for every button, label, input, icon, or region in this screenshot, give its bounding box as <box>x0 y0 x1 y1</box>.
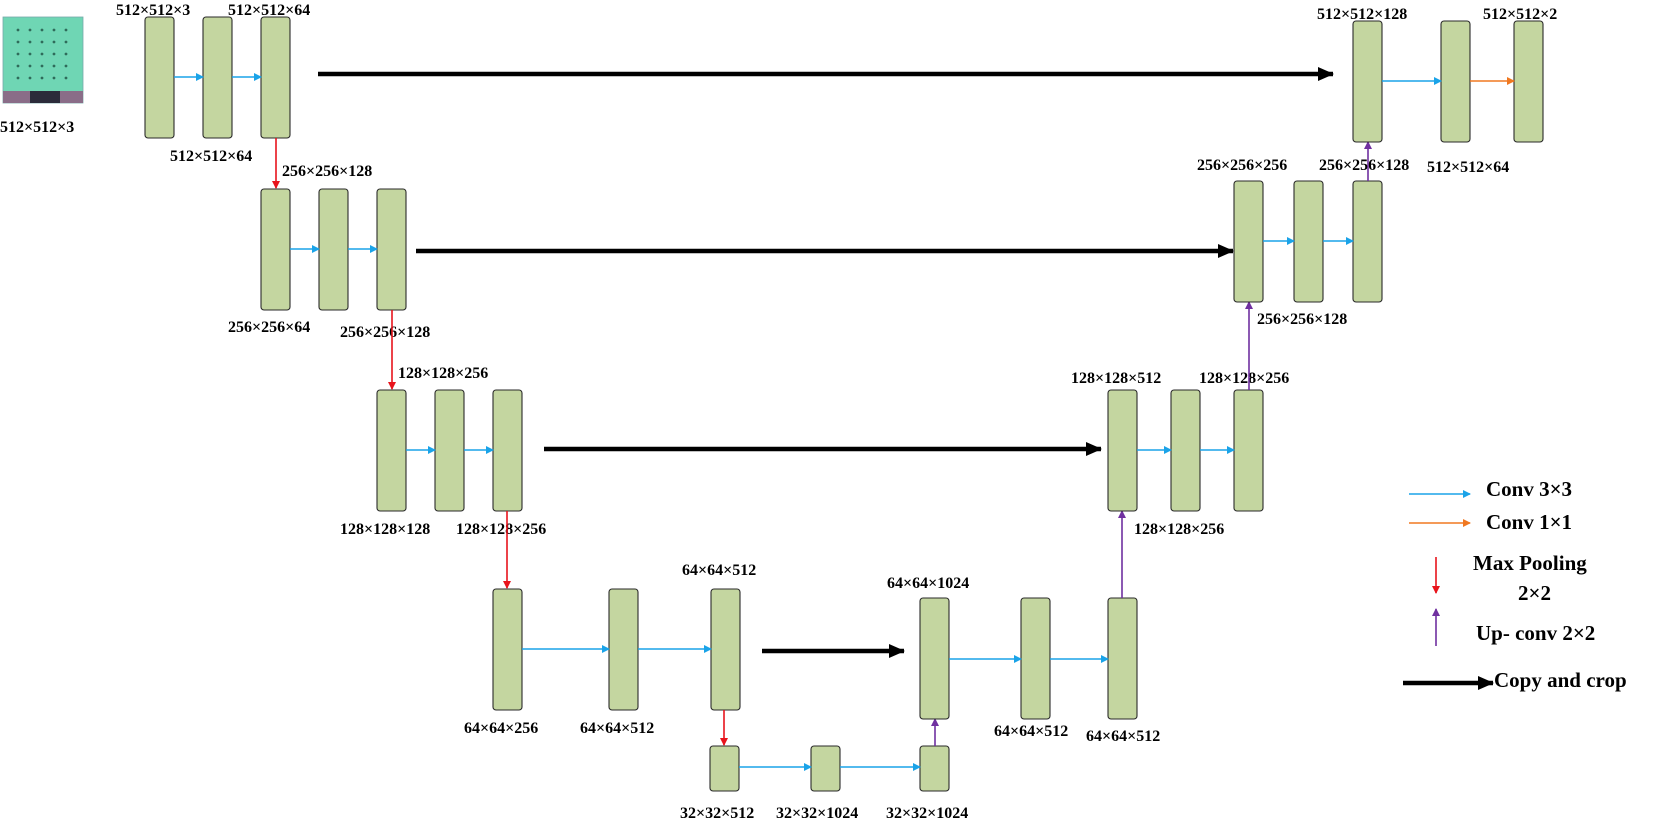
enc3-block-1 <box>376 389 407 512</box>
dec3-block-1 <box>1107 389 1138 512</box>
dec2-block-3 <box>1352 180 1383 303</box>
dec2-block-1 <box>1233 180 1264 303</box>
bottleneck-label-3: 32×32×1024 <box>886 805 968 822</box>
dec3-label-3: 128×128×256 <box>1134 521 1224 538</box>
legend-upconv-label: Up- conv 2×2 <box>1476 621 1595 645</box>
enc3-label-1: 128×128×256 <box>398 365 488 382</box>
dec3-label-2: 128×128×256 <box>1199 370 1289 387</box>
bottleneck-block-3 <box>919 745 950 792</box>
bottleneck-label-2: 32×32×1024 <box>776 805 858 822</box>
enc1-block-2 <box>202 16 233 139</box>
dec4-block-1 <box>919 597 950 720</box>
legend-conv3x3-label: Conv 3×3 <box>1486 477 1572 501</box>
dec1-label-1: 512×512×128 <box>1317 6 1407 23</box>
legend-conv1x1-label: Conv 1×1 <box>1486 510 1572 534</box>
enc4-label-1: 64×64×512 <box>682 562 756 579</box>
dec4-block-2 <box>1020 597 1051 720</box>
enc3-block-3 <box>492 389 523 512</box>
dec4-label-3: 64×64×512 <box>1086 728 1160 745</box>
dec2-label-2: 256×256×128 <box>1319 157 1409 174</box>
enc1-block-1 <box>144 16 175 139</box>
dec3-block-3 <box>1233 389 1264 512</box>
dec1-block-2 <box>1440 20 1471 143</box>
dec4-label-2: 64×64×512 <box>994 723 1068 740</box>
dec4-block-3 <box>1107 597 1138 720</box>
dec3-block-2 <box>1170 389 1201 512</box>
input-image <box>2 16 84 104</box>
enc1-label-3: 512×512×64 <box>170 148 252 165</box>
dec3-label-1: 128×128×512 <box>1071 370 1161 387</box>
bottleneck-block-2 <box>810 745 841 792</box>
dec1-label-3: 512×512×64 <box>1427 159 1509 176</box>
enc4-block-2 <box>608 588 639 711</box>
legend: Conv 3×3 Conv 1×1 Max Pooling 2×2 Up- co… <box>1403 477 1627 692</box>
enc2-label-3: 256×256×128 <box>340 324 430 341</box>
bottleneck-label-1: 32×32×512 <box>680 805 754 822</box>
dec1-label-2: 512×512×2 <box>1483 6 1557 23</box>
enc4-label-3: 64×64×512 <box>580 720 654 737</box>
legend-copy-crop-label: Copy and crop <box>1494 668 1627 692</box>
enc1-label-2: 512×512×64 <box>228 2 310 19</box>
enc1-block-3 <box>260 16 291 139</box>
enc4-block-1 <box>492 588 523 711</box>
dec1-block-1 <box>1352 20 1383 143</box>
enc4-block-3 <box>710 588 741 711</box>
enc3-block-2 <box>434 389 465 512</box>
dec2-label-1: 256×256×256 <box>1197 157 1287 174</box>
enc2-block-2 <box>318 188 349 311</box>
enc4-label-2: 64×64×256 <box>464 720 538 737</box>
enc2-label-2: 256×256×64 <box>228 319 310 336</box>
dec2-label-3: 256×256×128 <box>1257 311 1347 328</box>
bottleneck-block-1 <box>709 745 740 792</box>
dec1-block-3 <box>1513 20 1544 143</box>
dec4-label-1: 64×64×1024 <box>887 575 969 592</box>
enc3-label-3: 128×128×256 <box>456 521 546 538</box>
enc2-block-1 <box>260 188 291 311</box>
enc3-label-2: 128×128×128 <box>340 521 430 538</box>
legend-maxpool-label-1: Max Pooling <box>1473 551 1587 575</box>
input-label: 512×512×3 <box>0 119 74 136</box>
legend-maxpool-label-2: 2×2 <box>1518 581 1551 605</box>
enc2-label-1: 256×256×128 <box>282 163 372 180</box>
enc1-label-1: 512×512×3 <box>116 2 190 19</box>
dec2-block-2 <box>1293 180 1324 303</box>
enc2-block-3 <box>376 188 407 311</box>
